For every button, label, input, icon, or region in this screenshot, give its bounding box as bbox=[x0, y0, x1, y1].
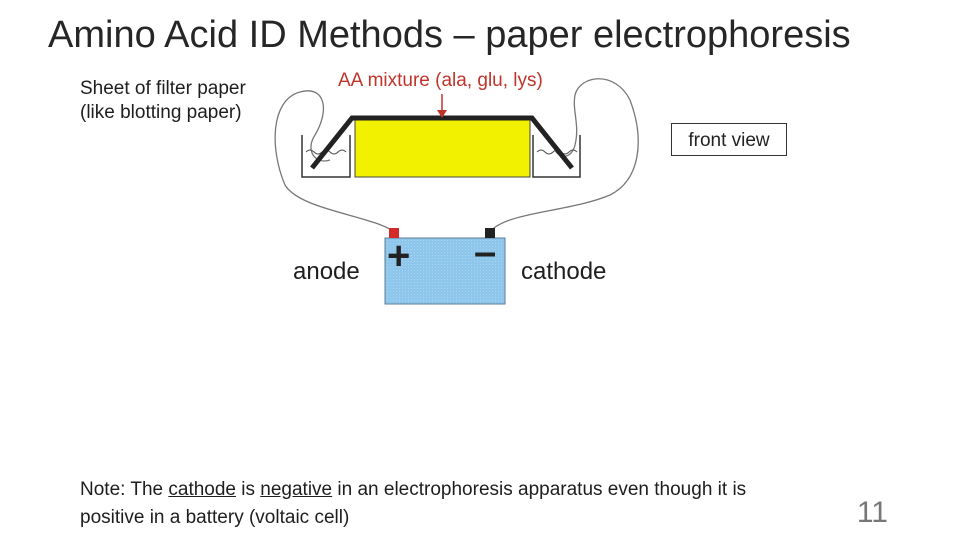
negative-terminal bbox=[485, 228, 495, 238]
note-cathode-word: cathode bbox=[168, 479, 236, 500]
page-number: 11 bbox=[856, 496, 888, 529]
filter-paper-label-line2: (like blotting paper) bbox=[80, 102, 242, 123]
filter-paper bbox=[354, 118, 531, 178]
mixture-label: AA mixture (ala, glu, lys) bbox=[338, 70, 543, 91]
slide-title: Amino Acid ID Methods – paper electropho… bbox=[48, 14, 851, 56]
battery bbox=[384, 237, 506, 305]
buffer-tank-right bbox=[532, 135, 581, 178]
buffer-tank-left bbox=[301, 135, 351, 178]
note-part1: Note: The bbox=[80, 479, 169, 500]
plus-sign: + bbox=[387, 234, 411, 278]
note-part2: is bbox=[236, 479, 261, 500]
cathode-label: cathode bbox=[521, 258, 607, 285]
filter-paper-label-line1: Sheet of filter paper bbox=[80, 78, 246, 99]
wire-right bbox=[489, 78, 639, 233]
anode-label: anode bbox=[293, 258, 360, 285]
note-negative-word: negative bbox=[260, 479, 333, 500]
note-text: Note: The cathode is negative in an elec… bbox=[80, 476, 780, 532]
wire-left bbox=[274, 90, 396, 233]
positive-terminal bbox=[389, 228, 399, 238]
minus-sign: – bbox=[474, 230, 497, 274]
filter-paper-label: Sheet of filter paper (like blotting pap… bbox=[80, 77, 246, 125]
mixture-arrow-head bbox=[437, 110, 447, 118]
front-view-label: front view bbox=[671, 123, 787, 156]
note-part3: in an electrophoresis apparatus even tho… bbox=[80, 479, 747, 528]
